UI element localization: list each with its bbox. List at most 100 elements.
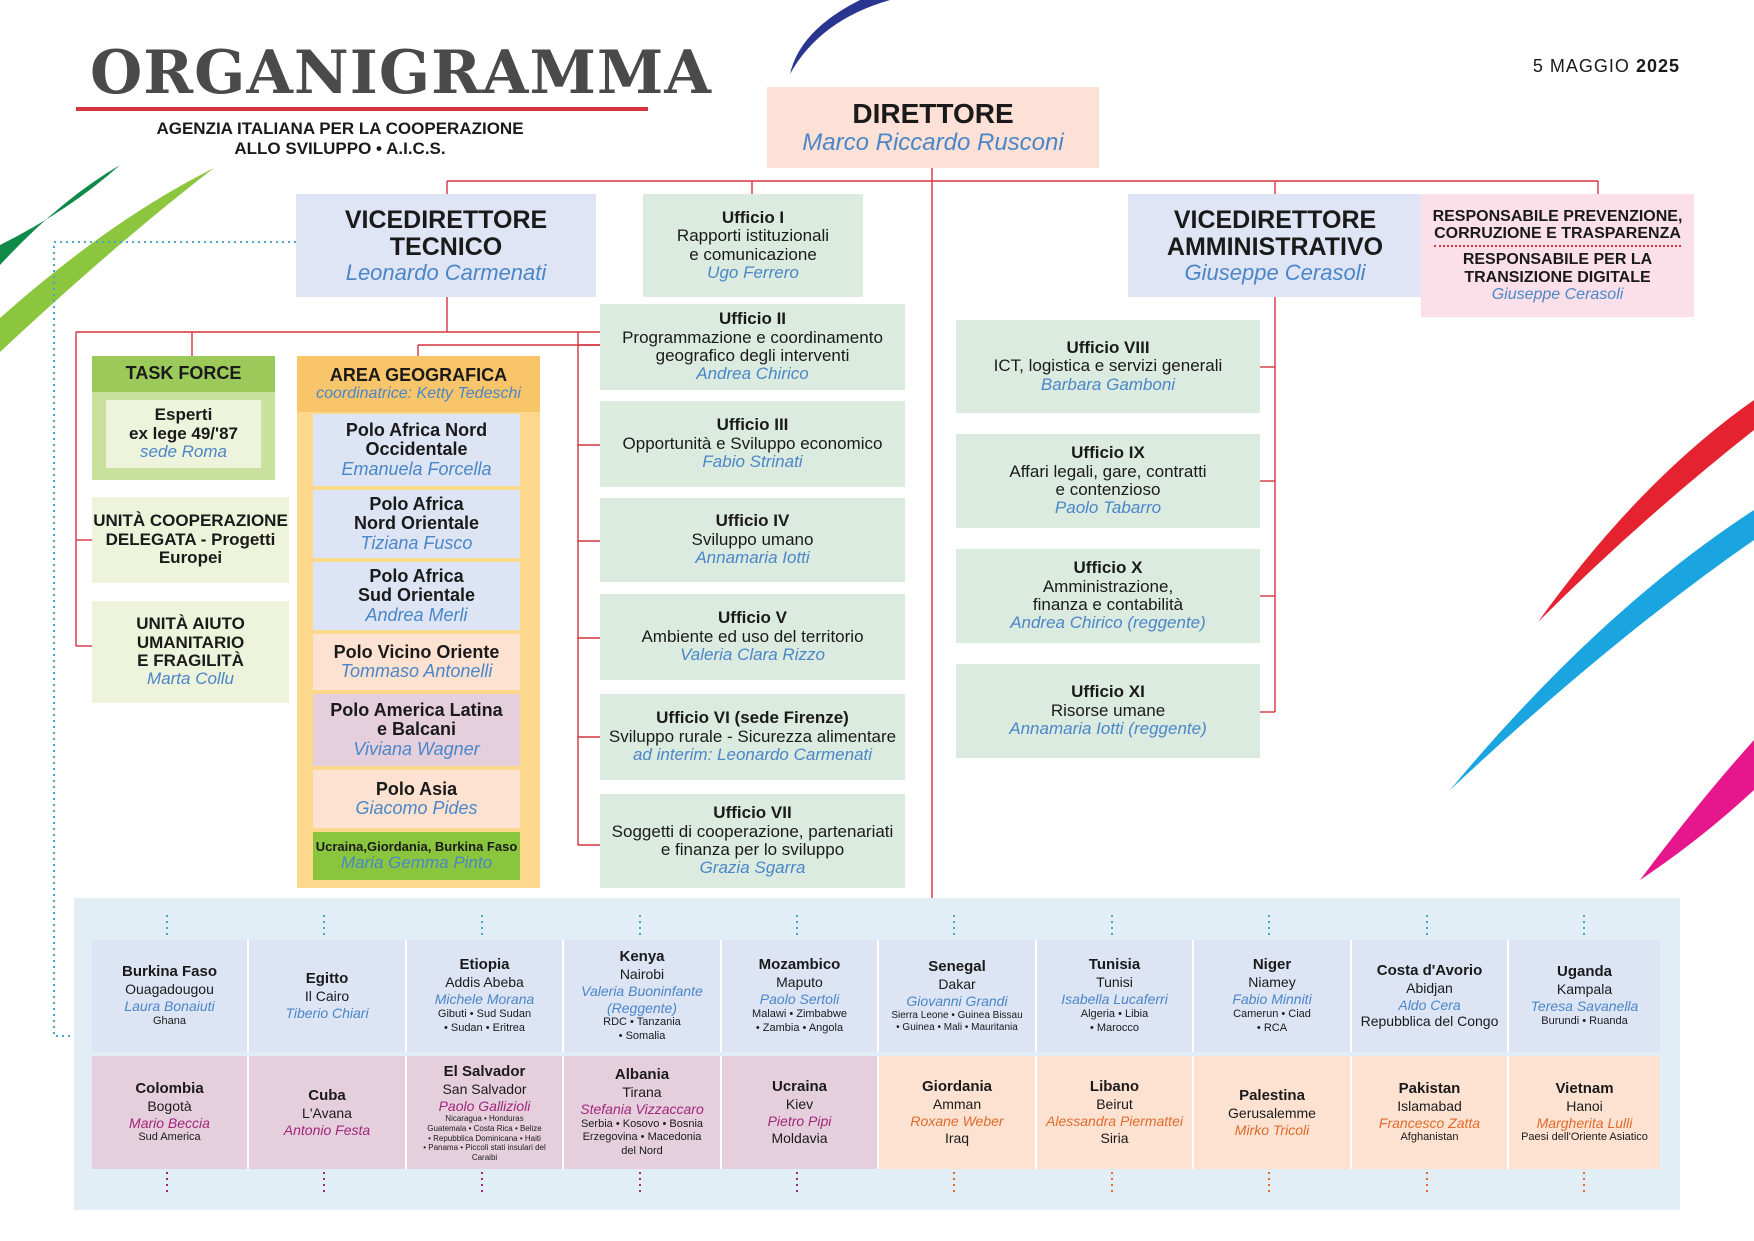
ufficio-desc: Risorse umane bbox=[1050, 700, 1166, 720]
sede-extra: Repubblica del Congo bbox=[1360, 1013, 1499, 1030]
sede-head-name: Antonio Festa bbox=[283, 1121, 371, 1138]
sede-head-name: Mario Beccia bbox=[129, 1114, 210, 1131]
sede-extra: • Zambia • Angola bbox=[755, 1021, 844, 1034]
date-day-month: 5 MAGGIO bbox=[1532, 56, 1630, 76]
ufficio-head-name: Grazia Sgarra bbox=[699, 858, 806, 878]
sede-extra: Siria bbox=[1100, 1129, 1129, 1146]
sede-city: Amman bbox=[932, 1096, 982, 1113]
sede-senegal: Senegal Dakar Giovanni Grandi Sierra Leo… bbox=[879, 940, 1037, 1052]
sede-country: Burkina Faso bbox=[121, 963, 218, 981]
ufficio-i-box: Ufficio I Rapporti istituzionali e comun… bbox=[643, 194, 863, 297]
date-label: 5 MAGGIO 2025 bbox=[1480, 56, 1680, 77]
sede-el-salvador: El Salvador San Salvador Paolo Galliziol… bbox=[407, 1056, 564, 1169]
ufficio-head-name: Annamaria Iotti bbox=[695, 548, 810, 568]
sede-city: Abidjan bbox=[1406, 979, 1453, 996]
polo-ucraina-giordania-burkina: Ucraina,Giordania, Burkina Faso Maria Ge… bbox=[313, 832, 520, 880]
ufficio-head-name: Andrea Chirico bbox=[696, 364, 809, 384]
sede-country: Kenya bbox=[619, 948, 665, 966]
sede-extra: • Guinea • Mali • Mauritania bbox=[896, 1021, 1018, 1033]
sede-uganda: Uganda Kampala Teresa Savanella Burundi … bbox=[1509, 940, 1660, 1052]
sede-palestina: Palestina Gerusalemme Mirko Tricoli bbox=[1194, 1056, 1352, 1169]
polo-head-name: Maria Gemma Pinto bbox=[340, 852, 493, 872]
sede-city: Addis Abeba bbox=[445, 974, 524, 991]
sede-country: Egitto bbox=[305, 970, 349, 988]
polo-line2: e Balcani bbox=[376, 719, 457, 740]
sede-country: Niger bbox=[1252, 956, 1292, 974]
sede-country: Costa d'Avorio bbox=[1376, 961, 1483, 979]
sede-country: Uganda bbox=[1556, 963, 1612, 981]
date-year: 2025 bbox=[1635, 56, 1680, 76]
direttore-title: DIRETTORE bbox=[852, 98, 1014, 130]
polo-line1: Polo Vicino Oriente bbox=[333, 641, 500, 662]
sede-extra: • Repubblica Dominicana • Haiti bbox=[428, 1133, 541, 1143]
polo-line2: Nord Orientale bbox=[353, 513, 480, 534]
ufficio-title: Ufficio XI bbox=[1071, 682, 1145, 702]
agency-name-line2: ALLO SVILUPPO • A.I.C.S. bbox=[234, 139, 446, 158]
sede-extra: Serbia • Kosovo • Bosnia bbox=[580, 1117, 704, 1130]
task-force-line2: ex lege 49/'87 bbox=[129, 423, 238, 443]
task-force-inner: Esperti ex lege 49/'87 sede Roma bbox=[106, 400, 261, 468]
polo-head-name: Andrea Merli bbox=[365, 604, 468, 625]
unita-cooperazione-line2: DELEGATA - Progetti bbox=[105, 529, 276, 549]
unita-aiuto-line3: E FRAGILITÀ bbox=[137, 651, 244, 670]
sede-country: Palestina bbox=[1239, 1086, 1305, 1104]
ufficio-desc: geografico degli interventi bbox=[655, 346, 850, 365]
ufficio-desc: e comunicazione bbox=[689, 244, 817, 264]
sede-extra: • Sudan • Eritrea bbox=[443, 1021, 526, 1034]
sede-country: Giordania bbox=[921, 1078, 992, 1096]
direttore-name: Marco Riccardo Rusconi bbox=[802, 128, 1064, 156]
sede-city: Kampala bbox=[1556, 981, 1613, 998]
sede-giordania: Giordania Amman Roxane Weber Iraq bbox=[879, 1056, 1037, 1169]
ufficio-head-name: Paolo Tabarro bbox=[1054, 498, 1162, 518]
sede-extra: • Marocco bbox=[1089, 1021, 1140, 1034]
ufficio-viii-box: Ufficio VIII ICT, logistica e servizi ge… bbox=[956, 320, 1260, 413]
unita-cooperazione-box: UNITÀ COOPERAZIONE DELEGATA - Progetti E… bbox=[92, 497, 289, 583]
polo-vicino-oriente: Polo Vicino Oriente Tommaso Antonelli bbox=[313, 634, 520, 690]
sede-head-name: Paolo Gallizioli bbox=[438, 1097, 531, 1114]
ufficio-desc: Amministrazione, bbox=[1042, 576, 1174, 596]
sede-country: Ucraina bbox=[771, 1078, 828, 1096]
area-geografica-box: AREA GEOGRAFICA coordinatrice: Ketty Ted… bbox=[297, 356, 540, 888]
sede-extra: RDC • Tanzania bbox=[603, 1016, 681, 1029]
ufficio-title: Ufficio IX bbox=[1071, 443, 1145, 463]
sede-city: Nairobi bbox=[619, 966, 665, 983]
sede-extra: Sud America bbox=[138, 1131, 201, 1144]
ufficio-desc: Opportunità e Sviluppo economico bbox=[622, 433, 883, 453]
sede-head-name: Mirko Tricoli bbox=[1234, 1121, 1310, 1138]
ufficio-head-name: Fabio Strinati bbox=[702, 452, 803, 472]
responsabile-box: RESPONSABILE PREVENZIONE, CORRUZIONE E T… bbox=[1421, 194, 1694, 317]
sede-egitto: Egitto Il Cairo Tiberio Chiari bbox=[249, 940, 407, 1052]
ufficio-ii-box: Ufficio II Programmazione e coordinament… bbox=[600, 304, 905, 390]
sede-head-name: Isabella Lucaferri bbox=[1061, 991, 1168, 1008]
sede-extra: Afghanistan bbox=[1400, 1131, 1459, 1144]
sede-country: Pakistan bbox=[1398, 1079, 1461, 1097]
sede-etiopia: Etiopia Addis Abeba Michele Morana Gibut… bbox=[407, 940, 564, 1052]
sede-head-name: Giovanni Grandi bbox=[906, 993, 1008, 1009]
sede-vietnam: Vietnam Hanoi Margherita Lulli Paesi del… bbox=[1509, 1056, 1660, 1169]
polo-head-name: Viviana Wagner bbox=[353, 738, 480, 759]
vicedirettore-tecnico-title1: VICEDIRETTORE bbox=[344, 205, 548, 234]
agency-name-line1: AGENZIA ITALIANA PER LA COOPERAZIONE bbox=[156, 119, 524, 138]
sede-country: Etiopia bbox=[459, 956, 510, 974]
sede-niger: Niger Niamey Fabio Minniti Camerun • Cia… bbox=[1194, 940, 1352, 1052]
vicedirettore-tecnico-title2: TECNICO bbox=[389, 232, 503, 261]
sede-head-name: Fabio Minniti bbox=[1232, 991, 1312, 1008]
agency-name: AGENZIA ITALIANA PER LA COOPERAZIONE ALL… bbox=[120, 119, 560, 159]
ufficio-title: Ufficio I bbox=[721, 207, 785, 227]
title-underline bbox=[76, 107, 648, 111]
sede-libano: Libano Beirut Alessandra Piermattei Siri… bbox=[1037, 1056, 1194, 1169]
task-force-line1: Esperti bbox=[154, 405, 213, 425]
sede-head-name: Paolo Sertoli bbox=[759, 991, 840, 1008]
ufficio-desc: Soggetti di cooperazione, partenariati bbox=[611, 821, 894, 841]
ufficio-title: Ufficio II bbox=[718, 309, 787, 329]
sede-city: Kiev bbox=[785, 1096, 814, 1113]
polo-line1: Polo Asia bbox=[375, 778, 458, 799]
sede-country: Mozambico bbox=[758, 956, 841, 974]
ufficio-desc: Ambiente ed uso del territorio bbox=[641, 626, 864, 646]
sede-city: Ouagadougou bbox=[125, 981, 214, 998]
ufficio-title: Ufficio VIII bbox=[1066, 337, 1150, 357]
polo-head-name: Tommaso Antonelli bbox=[340, 661, 493, 681]
sede-extra: Camerun • Ciad bbox=[1233, 1008, 1311, 1021]
ufficio-vii-box: Ufficio VII Soggetti di cooperazione, pa… bbox=[600, 794, 905, 888]
ufficio-desc: Affari legali, gare, contratti bbox=[1009, 461, 1207, 481]
